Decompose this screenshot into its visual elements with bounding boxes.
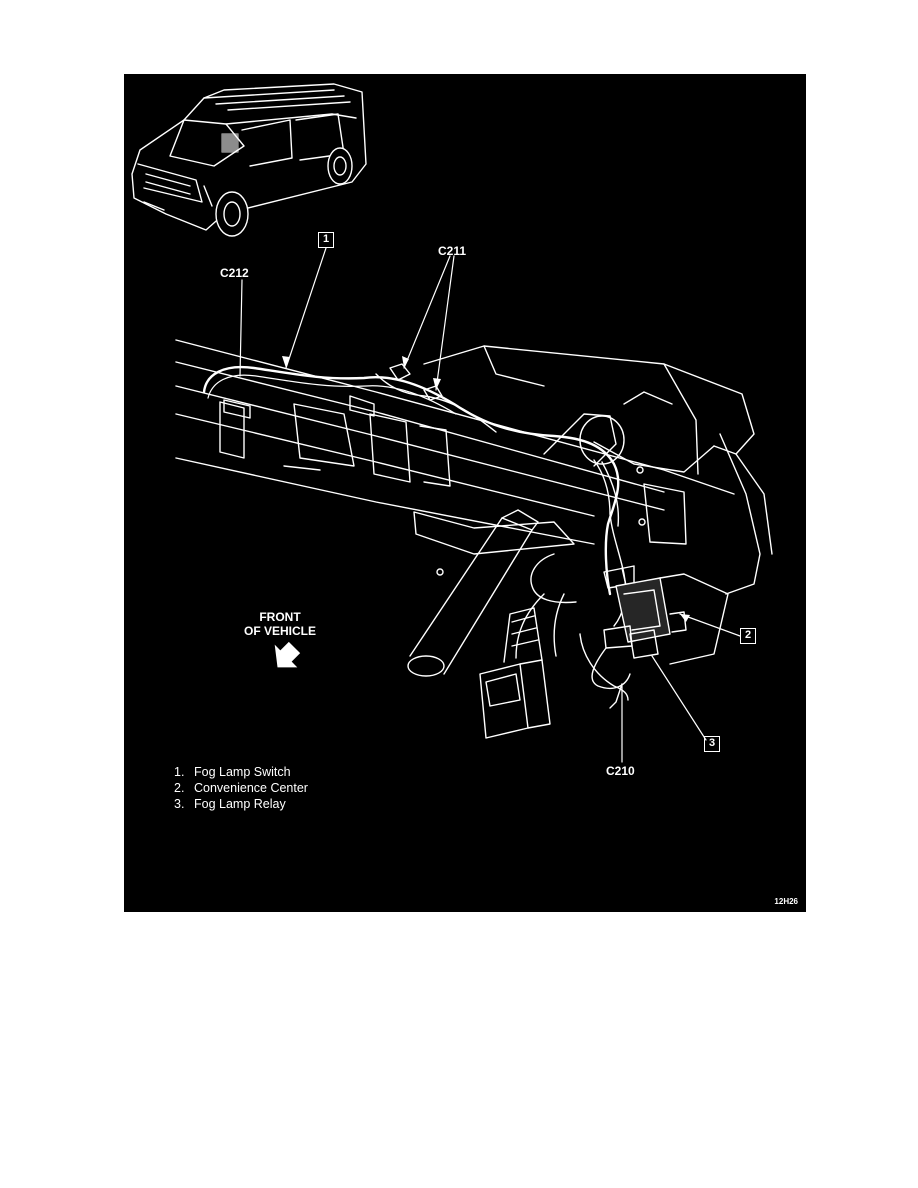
c210-pigtail <box>591 647 631 690</box>
front-of-vehicle-label: FRONT OF VEHICLE <box>244 610 317 638</box>
c210-label: C210 <box>606 764 635 778</box>
convenience-center <box>603 573 729 665</box>
legend-item: 3.Fog Lamp Relay <box>174 797 286 811</box>
c212-label: C212 <box>220 266 249 280</box>
leader-lines <box>239 247 741 763</box>
front-arrow-icon <box>274 641 301 668</box>
steering-column <box>407 509 539 677</box>
c211-label: C211 <box>438 244 467 258</box>
c212-connector-body <box>223 399 251 419</box>
legend-item: 1.Fog Lamp Switch <box>174 765 291 779</box>
callout-2: 2 <box>740 628 756 644</box>
ground-screw <box>609 683 623 709</box>
legend-item: 2.Convenience Center <box>174 781 308 795</box>
wiring-harness <box>202 363 645 701</box>
fog-switch-location-marker <box>221 133 239 153</box>
c211-connector-body <box>389 363 411 381</box>
line-art <box>131 83 773 763</box>
diagram-figure: C212 C211 C210 1 2 3 FRONT OF VEHICLE 1.… <box>124 74 806 912</box>
module-block <box>479 607 551 739</box>
callout-3: 3 <box>704 736 720 752</box>
callout-1: 1 <box>318 232 334 248</box>
instrument-panel <box>175 339 773 595</box>
van-illustration <box>131 83 367 237</box>
figure-code: 12H26 <box>774 897 798 906</box>
parts-legend: 1.Fog Lamp Switch 2.Convenience Center 3… <box>174 764 308 812</box>
